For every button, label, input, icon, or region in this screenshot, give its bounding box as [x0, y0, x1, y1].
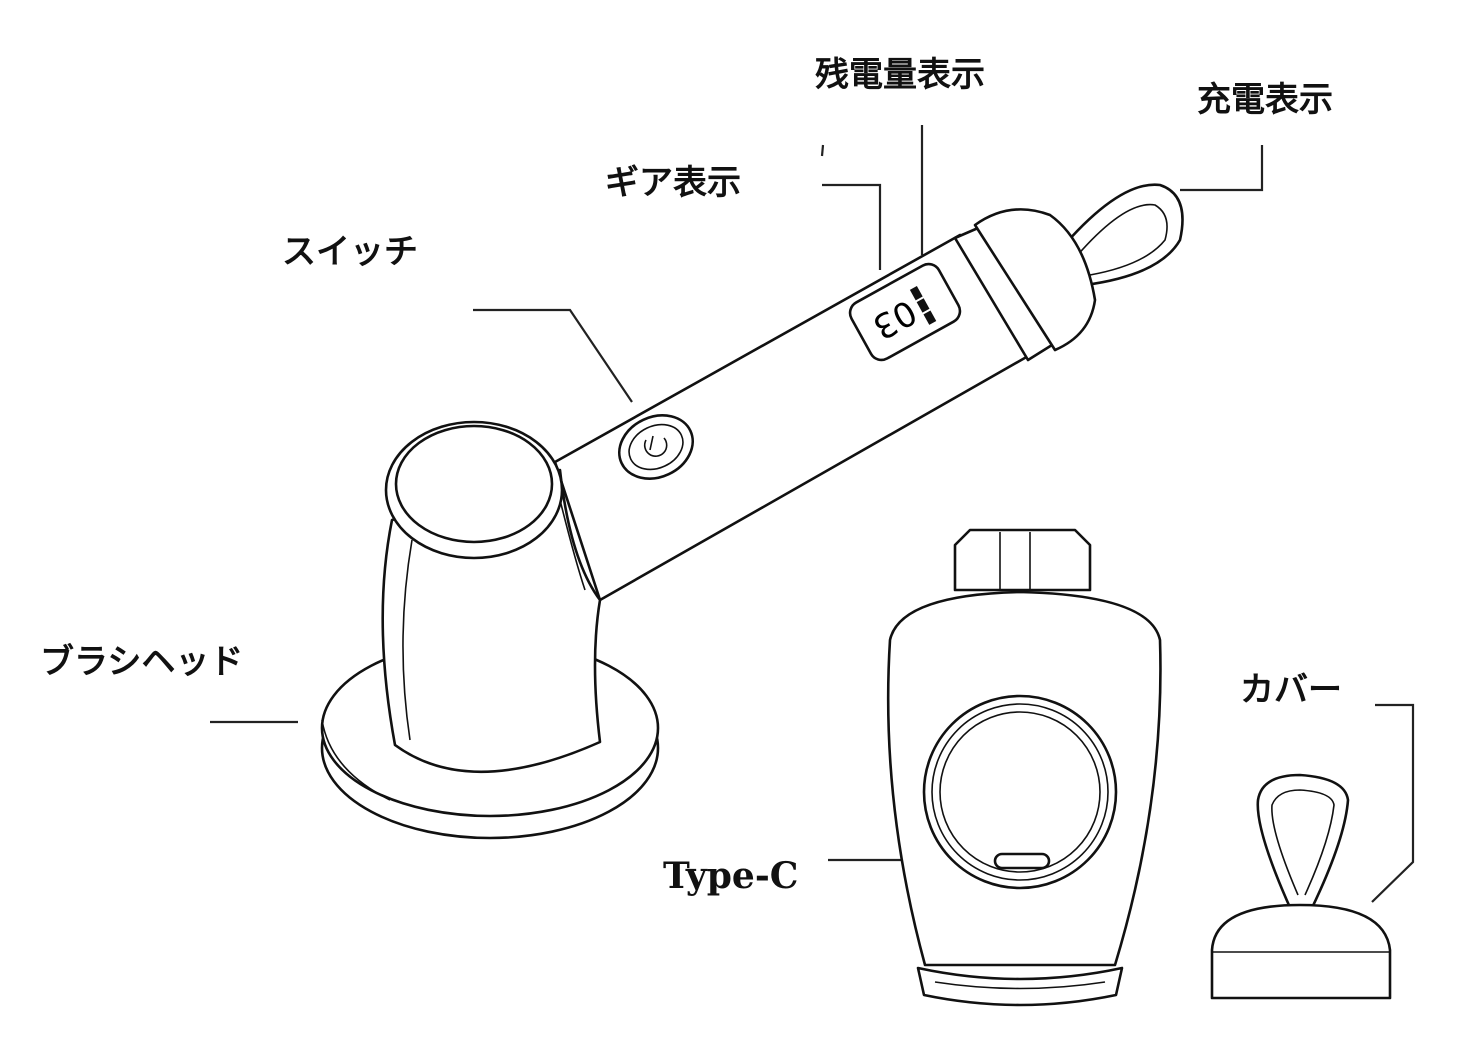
label-type-c: Type-C [663, 855, 799, 897]
ring-outer [922, 694, 1118, 890]
body-bottom-view [886, 528, 1162, 1007]
head-top [394, 424, 554, 544]
label-switch: スイッチ [282, 232, 418, 272]
neck-highlight [402, 539, 413, 741]
leader-lines [210, 125, 1415, 903]
ring-middle [931, 703, 1109, 881]
leader-gear-display [822, 183, 882, 270]
cap-loop-inner [1074, 203, 1168, 276]
battery-bar-3 [923, 310, 937, 325]
switch-button-inner [628, 423, 684, 471]
label-cover: カバー [1240, 670, 1342, 710]
ring-inner [939, 711, 1101, 873]
cover-loop [1256, 773, 1350, 913]
leader-charging-display [1180, 145, 1264, 192]
leader-switch [473, 308, 633, 403]
type-c-port [993, 852, 1051, 870]
cover-loop-inner [1271, 789, 1335, 896]
cover-drawing [1210, 773, 1392, 1000]
neck-edge [559, 499, 586, 591]
battery-bar-2 [916, 298, 930, 313]
hex-connector [953, 528, 1092, 592]
battery-bar-1 [909, 285, 923, 301]
power-icon [643, 435, 668, 457]
cap-loop [1059, 183, 1184, 287]
body-base-line [934, 981, 1106, 990]
label-brush-head: ブラシヘッド [40, 642, 244, 682]
switch-button[interactable] [609, 404, 703, 490]
label-gear-display: ギア表示 [605, 163, 741, 203]
body-base-ring [916, 966, 1124, 1007]
leader-cover [1371, 703, 1415, 903]
charging-cap [973, 208, 1097, 352]
brush-device: 03 [320, 183, 1184, 840]
base-edge [321, 719, 391, 801]
tick-mark [820, 144, 825, 157]
label-battery-display: 残電量表示 [815, 55, 985, 95]
label-charging-display: 充電表示 [1197, 80, 1333, 120]
display-panel: 03 [848, 262, 962, 362]
